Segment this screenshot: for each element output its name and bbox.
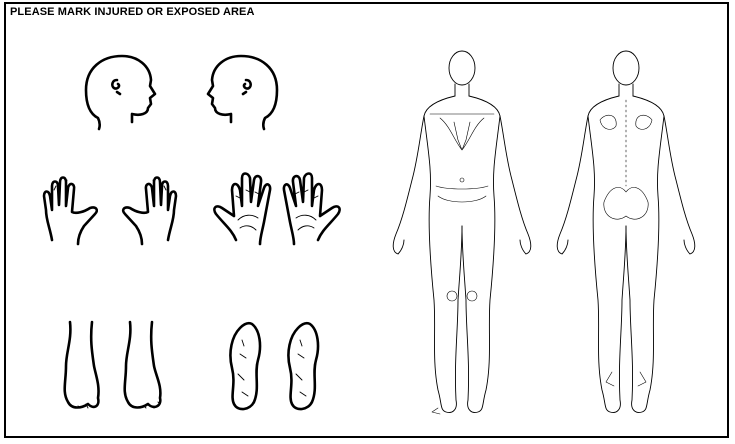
body-back-icon[interactable] bbox=[557, 51, 695, 413]
hand-palm-icon[interactable] bbox=[214, 174, 339, 245]
foot-sole-icon[interactable] bbox=[230, 323, 318, 409]
head-profile-right-icon[interactable] bbox=[86, 56, 155, 129]
foot-top-icon[interactable] bbox=[65, 322, 161, 408]
hand-back-icon[interactable] bbox=[44, 178, 176, 245]
body-front-icon[interactable] bbox=[393, 51, 531, 414]
head-profile-left-icon[interactable] bbox=[208, 56, 277, 129]
